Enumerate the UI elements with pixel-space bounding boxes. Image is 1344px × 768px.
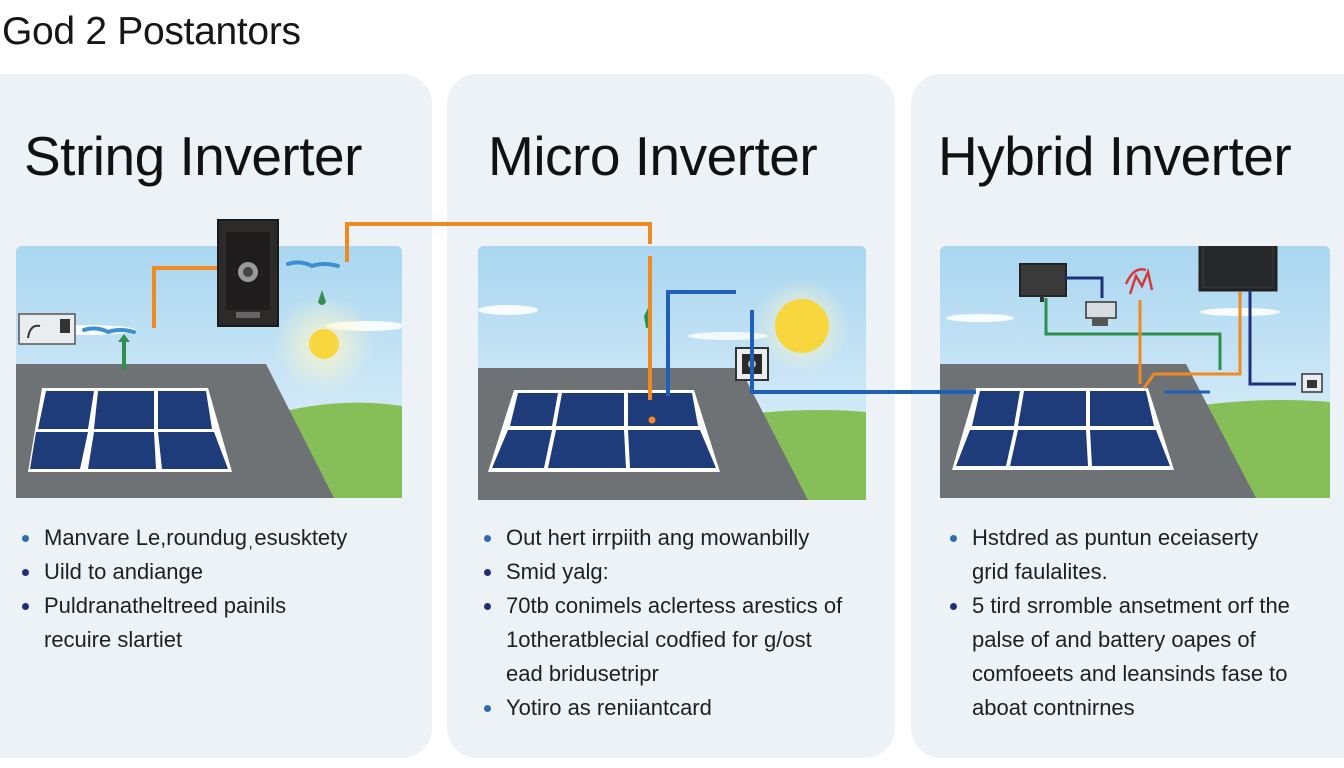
controller-icon [1085,301,1117,326]
solar-array-icon [488,390,720,472]
feature-list: Manvare Le,roundugˌesusktety Uild to and… [22,521,422,657]
solar-array-icon [952,388,1174,470]
list-item: Out hert irrpiith ang mowanbilly [484,521,884,555]
list-item: Yotiro as reniiantcard [484,691,884,725]
junction-dot [648,416,656,424]
feature-list: Out hert irrpiith ang mowanbilly Smid ya… [484,521,884,725]
signal-wire [666,290,736,396]
page-title: God 2 Postantors [2,10,301,53]
grid-meter-icon [1124,267,1154,295]
wind-icon [286,260,340,269]
list-item: Smid yalg: [484,555,884,589]
list-item: Puldranatheltreed painils recuire slarti… [22,589,422,657]
cloud [478,305,538,315]
dc-wire [152,266,220,328]
signal-wire [1064,276,1104,298]
list-item: 5 tird srromble ansetment orf the palse … [950,589,1344,725]
string-inverter-illustration [16,246,402,498]
cloud [688,332,768,340]
connector-icon [318,290,326,305]
solar-array-icon [28,388,232,472]
list-item: 70tb conimels aclertess arestics of 1oth… [484,589,884,691]
panel-title: Micro Inverter [488,125,818,187]
dc-wire [1142,292,1242,389]
inverter-box-icon [217,219,279,327]
antenna-icon [1301,373,1323,393]
ac-wire [345,222,652,262]
panel-string-inverter: String Inverter [0,74,432,758]
panel-title: Hybrid Inverter [938,125,1292,187]
signal-wire [1248,290,1296,386]
battery-monitor-icon [1019,263,1067,302]
signal-wire [750,310,976,394]
micro-inverter-illustration [478,246,866,500]
hybrid-inverter-icon [1198,246,1278,292]
panel-title: String Inverter [24,125,362,187]
panel-micro-inverter: Micro Inverter [447,74,895,758]
wind-icon [82,326,136,335]
list-item: Hstdred as puntun eceiaserty grid faulal… [950,521,1344,589]
list-item: Manvare Le,roundugˌesusktety [22,521,422,555]
list-item: Uild to andiange [22,555,422,589]
cloud [946,314,1014,322]
feature-list: Hstdred as puntun eceiaserty grid faulal… [950,521,1344,725]
ground-wire [1044,298,1222,370]
connector-icon [118,334,130,370]
sun-icon [309,329,339,359]
panel-hybrid-inverter: Hybrid Inverter [911,74,1344,758]
meter-icon [18,313,76,345]
sun-icon [775,299,829,353]
